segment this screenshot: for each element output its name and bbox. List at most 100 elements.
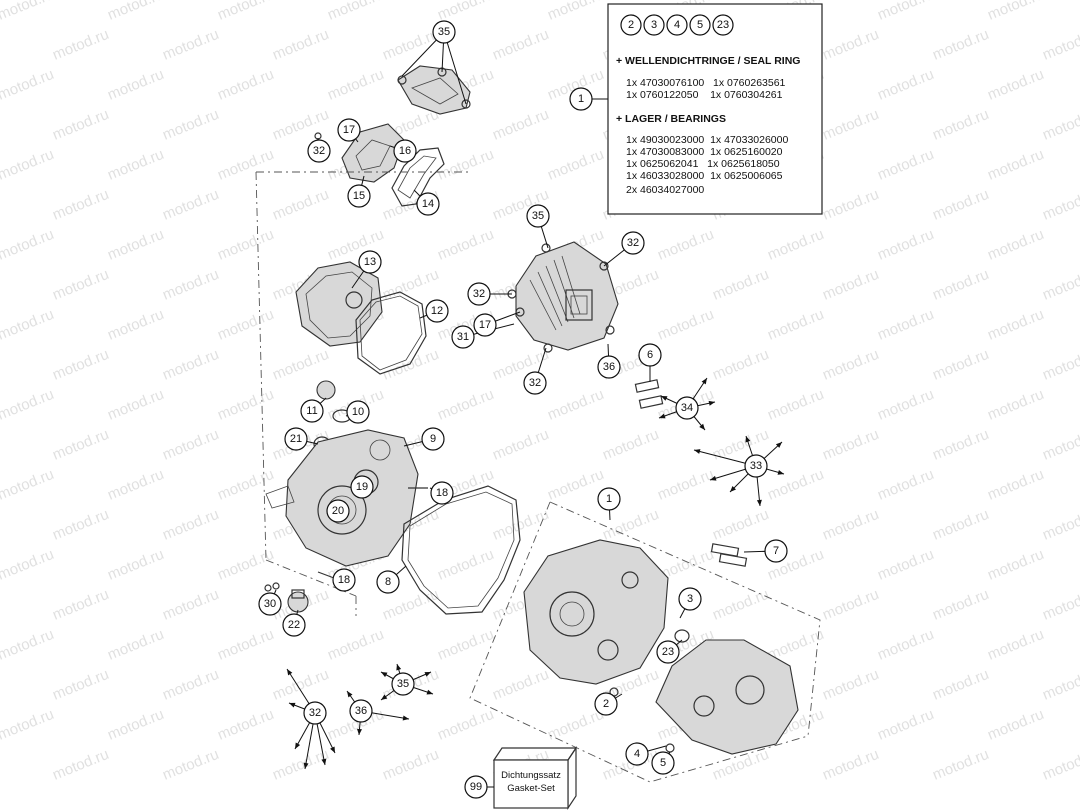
- callout-9: 9: [421, 427, 445, 451]
- gasket-ring-12: [355, 291, 427, 375]
- watermark-text: motod.ru: [325, 0, 386, 24]
- watermark-text: motod.ru: [875, 0, 936, 24]
- callout-32: 32: [307, 139, 331, 163]
- svg-text:16: 16: [399, 145, 411, 157]
- callout-35: 35: [391, 672, 415, 696]
- svg-text:23: 23: [717, 19, 729, 31]
- callout-5: 5: [651, 751, 675, 775]
- arrow-head: [396, 664, 402, 671]
- svg-text:3: 3: [651, 19, 657, 31]
- arrow-head: [661, 396, 668, 401]
- svg-text:36: 36: [355, 705, 367, 717]
- watermark-text: motod.ru: [985, 386, 1046, 424]
- svg-text:13: 13: [364, 256, 376, 268]
- callout-16: 16: [393, 139, 417, 163]
- watermark-text: motod.ru: [875, 226, 936, 264]
- svg-text:5: 5: [660, 757, 666, 769]
- bearing-row-5: 2x 46034027000: [626, 184, 704, 196]
- arrow-head: [775, 442, 782, 448]
- callout-7: 7: [764, 539, 788, 563]
- arrow-head: [303, 762, 309, 769]
- watermark-text: motod.ru: [215, 0, 276, 24]
- watermark-text: motod.ru: [435, 386, 496, 424]
- watermark-text: motod.ru: [0, 66, 56, 104]
- watermark-text: motod.ru: [710, 266, 771, 304]
- svg-text:10: 10: [352, 406, 364, 418]
- callout-35: 35: [432, 20, 456, 44]
- arrow-head: [330, 746, 335, 753]
- watermark-text: motod.ru: [1040, 426, 1080, 464]
- watermark-text: motod.ru: [0, 346, 1, 384]
- bearing-row-2: 1x 47030083000 1x 0625160020: [626, 146, 783, 158]
- callout-10: 10: [346, 400, 370, 424]
- watermark-text: motod.ru: [435, 546, 496, 584]
- watermark-text: motod.ru: [215, 626, 276, 664]
- watermark-text: motod.ru: [50, 426, 111, 464]
- callout-19: 19: [350, 475, 374, 499]
- watermark-text: motod.ru: [875, 66, 936, 104]
- watermark-text: motod.ru: [435, 146, 496, 184]
- watermark-text: motod.ru: [435, 226, 496, 264]
- watermark-text: motod.ru: [875, 386, 936, 424]
- watermark-text: motod.ru: [1040, 746, 1080, 784]
- kit-circle-5: 23: [712, 14, 734, 36]
- watermark-text: motod.ru: [490, 426, 551, 464]
- watermark-text: motod.ru: [985, 226, 1046, 264]
- seal-ring-heading: + WELLENDICHTRINGE / SEAL RING: [616, 55, 800, 67]
- watermark-text: motod.ru: [435, 0, 496, 24]
- watermark-text: motod.ru: [105, 306, 166, 344]
- watermark-text: motod.ru: [985, 306, 1046, 344]
- watermark-text: motod.ru: [710, 346, 771, 384]
- watermark-text: motod.ru: [985, 66, 1046, 104]
- watermark-text: motod.ru: [50, 106, 111, 144]
- arrow-head: [659, 413, 666, 419]
- watermark-text: motod.ru: [270, 346, 331, 384]
- watermark-text: motod.ru: [1040, 346, 1080, 384]
- arrow-head: [710, 475, 717, 481]
- watermark-text: motod.ru: [985, 466, 1046, 504]
- svg-text:4: 4: [674, 19, 680, 31]
- svg-text:5: 5: [697, 19, 703, 31]
- watermark-text: motod.ru: [105, 0, 166, 24]
- gasket-set-label-en: Gasket-Set: [507, 783, 555, 794]
- watermark-text: motod.ru: [655, 226, 716, 264]
- watermark-text: motod.ru: [985, 546, 1046, 584]
- watermark-text: motod.ru: [545, 386, 606, 424]
- watermark-text: motod.ru: [600, 426, 661, 464]
- watermark-text: motod.ru: [490, 26, 551, 64]
- watermark-text: motod.ru: [105, 386, 166, 424]
- bearings-heading: + LAGER / BEARINGS: [616, 113, 726, 125]
- watermark-text: motod.ru: [1040, 26, 1080, 64]
- watermark-text: motod.ru: [0, 586, 1, 624]
- arrow-head: [321, 758, 327, 765]
- svg-text:7: 7: [773, 545, 779, 557]
- watermark-text: motod.ru: [930, 186, 991, 224]
- watermark-text: motod.ru: [435, 626, 496, 664]
- arrow-head: [424, 672, 431, 677]
- parts-drawing: [264, 65, 799, 755]
- watermark-text: motod.ru: [930, 346, 991, 384]
- arrow-head: [402, 715, 409, 721]
- watermark-text: motod.ru: [875, 306, 936, 344]
- callout-13: 13: [358, 250, 382, 274]
- svg-text:17: 17: [479, 319, 491, 331]
- svg-text:15: 15: [353, 190, 365, 202]
- svg-text:4: 4: [634, 748, 640, 760]
- callout-31: 31: [451, 325, 475, 349]
- watermark-text: motod.ru: [875, 626, 936, 664]
- watermark-text: motod.ru: [105, 706, 166, 744]
- watermark-text: motod.ru: [875, 706, 936, 744]
- watermark-text: motod.ru: [105, 226, 166, 264]
- watermark-text: motod.ru: [765, 306, 826, 344]
- gasket-8: [401, 485, 521, 615]
- watermark-text: motod.ru: [820, 426, 881, 464]
- callout-1: 1: [597, 487, 621, 511]
- arrow-head: [699, 423, 705, 430]
- watermark-text: motod.ru: [270, 186, 331, 224]
- callout-6: 6: [638, 343, 662, 367]
- arrow-head: [357, 728, 362, 735]
- kit-circle-1: 2: [620, 14, 642, 36]
- svg-text:11: 11: [306, 405, 317, 417]
- watermark-text: motod.ru: [270, 26, 331, 64]
